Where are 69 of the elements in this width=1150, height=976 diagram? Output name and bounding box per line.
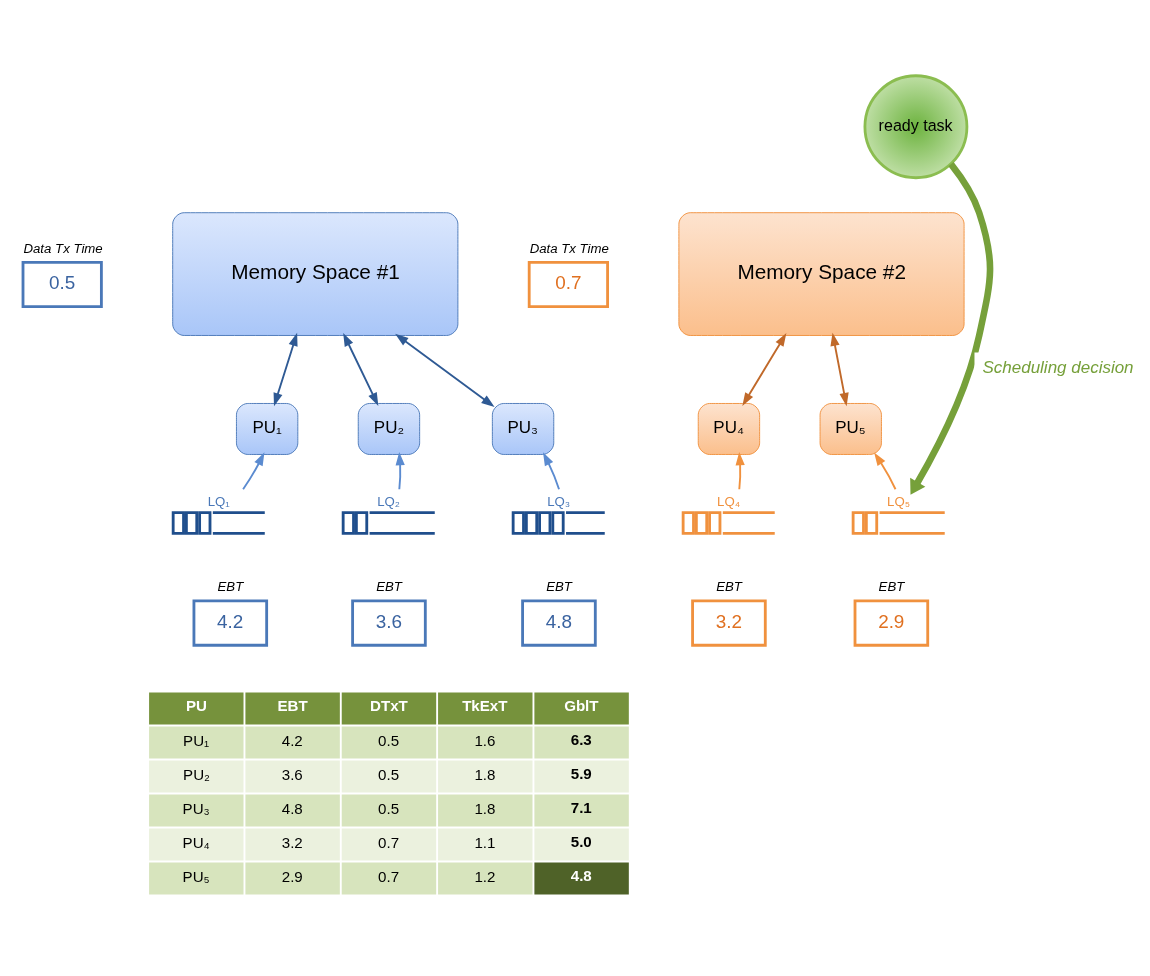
node-box: PU₅ — [819, 403, 882, 455]
node-box: 0.5 — [21, 260, 103, 309]
node-label: EBT — [716, 579, 742, 595]
arrow — [910, 162, 994, 495]
label: PU₂ — [183, 766, 210, 784]
label: 5.9 — [570, 765, 592, 783]
label: 1.6 — [474, 732, 496, 750]
arrow — [874, 452, 897, 491]
node-box: Memory Space #2 — [678, 212, 965, 336]
arrow — [343, 332, 379, 406]
label: 3.2 — [281, 834, 303, 852]
label: 0.7 — [378, 868, 400, 886]
label: TkExT — [462, 697, 508, 715]
node-box: 3.6 — [351, 599, 427, 647]
node-label: Data Tx Time — [529, 240, 609, 256]
label: PU₅ — [182, 868, 210, 886]
node-label: EBT — [878, 579, 905, 595]
node-box: 4.2 — [192, 599, 269, 647]
node-label: LQ₂ — [377, 493, 400, 509]
label: 0.5 — [378, 766, 400, 784]
arrow — [543, 452, 560, 491]
label: 4.8 — [570, 867, 592, 885]
label: PU₃ — [182, 800, 210, 818]
arrow — [395, 452, 405, 491]
node-label: LQ₁ — [207, 493, 230, 509]
label: PU₁ — [183, 732, 210, 750]
label: DTxT — [370, 697, 408, 715]
node-box: 3.2 — [691, 599, 767, 647]
edge-label: Scheduling decision — [982, 357, 1134, 377]
label: PU — [185, 697, 207, 715]
label: 1.8 — [474, 766, 496, 784]
label: 1.1 — [474, 834, 496, 852]
node-label: LQ₄ — [717, 493, 741, 509]
arrow — [742, 333, 787, 406]
label: 2.9 — [281, 868, 303, 886]
arrow — [395, 333, 495, 408]
label: 0.7 — [378, 834, 400, 852]
node-label: LQ₅ — [887, 493, 911, 509]
label: EBT — [277, 697, 308, 715]
label: 4.8 — [281, 800, 303, 818]
node-box: Memory Space #1 — [172, 212, 459, 336]
node-box: PU₃ — [491, 403, 555, 455]
arrow — [735, 452, 745, 491]
node-box: 0.7 — [527, 260, 609, 309]
label: 7.1 — [570, 799, 592, 817]
node-circle: ready task — [863, 74, 969, 180]
node-box: PU₂ — [357, 403, 421, 455]
node-box: PU₁ — [235, 403, 299, 455]
label: 5.0 — [570, 833, 592, 851]
node-label: LQ₃ — [547, 493, 571, 509]
label: 0.5 — [378, 800, 400, 818]
node-box: 2.9 — [853, 599, 930, 647]
label: 4.2 — [281, 732, 303, 750]
arrow — [830, 332, 849, 407]
node-box: PU₄ — [697, 403, 761, 455]
label: 3.6 — [281, 766, 303, 784]
label: 1.2 — [474, 868, 496, 886]
node-label: EBT — [546, 579, 572, 595]
arrow — [242, 452, 265, 491]
label: 1.8 — [474, 800, 496, 818]
arrow — [273, 332, 298, 407]
label: GblT — [564, 697, 599, 715]
label: PU₄ — [182, 834, 210, 852]
node-label: Data Tx Time — [23, 240, 103, 256]
node-label: EBT — [217, 579, 244, 595]
node-label: EBT — [376, 579, 402, 595]
label: 6.3 — [570, 731, 592, 749]
label: 0.5 — [378, 732, 400, 750]
node-box: 4.8 — [521, 599, 597, 647]
